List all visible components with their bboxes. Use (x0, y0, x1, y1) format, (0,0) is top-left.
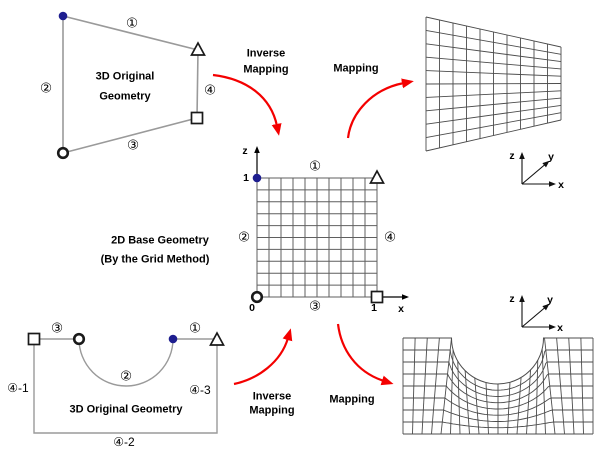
arrowhead (519, 152, 525, 159)
trapezoid-outline (62, 14, 199, 155)
bottom-mapping-arrow (336, 323, 394, 386)
blue-dot-marker (58, 11, 68, 21)
triad2-x-label: x (557, 321, 563, 334)
center-zero-tick: 0 (249, 301, 255, 314)
open-circle-marker (250, 290, 264, 304)
top-inverse-mapping-label-line1: Inverse (246, 47, 286, 60)
axis-triads-group (519, 152, 556, 330)
center-edge3-label: ③ (308, 298, 322, 314)
bottom-mapping-label: Mapping (329, 393, 375, 406)
mapping-arrows-group (212, 73, 414, 386)
triad2-y-label: y (547, 293, 553, 306)
base-grid-group (250, 146, 409, 304)
square-marker (370, 290, 384, 304)
center-x-axis-label: x (398, 302, 404, 315)
bottom-left-shape-group (27, 331, 225, 434)
bottom-inverse-mapping-label-line2: Mapping (249, 404, 295, 417)
bottom-left-edge4-1-label: ④-1 (7, 381, 29, 395)
center-z-axis-label: z (242, 144, 248, 157)
bottom-left-edge1-label: ① (188, 320, 202, 336)
top-left-edge4-label: ④ (203, 82, 217, 98)
top-left-edge1-label: ① (125, 15, 139, 31)
arrowhead (254, 146, 260, 153)
top-left-title-line1: 3D Original (95, 70, 155, 83)
center-one-z-tick: 1 (243, 171, 249, 184)
top-inverse-arrow (212, 73, 282, 136)
bottom-left-edge2-label: ② (119, 368, 133, 384)
top-left-shape-group (56, 11, 206, 160)
center-edge2-label: ② (237, 229, 251, 245)
top-left-edge3-label: ③ (126, 137, 140, 153)
bottom-left-edge4-2-label: ④-2 (113, 435, 135, 449)
triangle-marker (369, 169, 385, 184)
triad1-x-label: x (558, 178, 564, 191)
center-title-line2: (By the Grid Method) (100, 253, 210, 266)
square-marker (190, 111, 204, 125)
arrowhead (542, 160, 550, 168)
triad1-z-label: z (509, 149, 515, 162)
triad2-z-label: z (509, 292, 515, 305)
open-circle-marker (56, 146, 70, 160)
top-left-edge2-label: ② (39, 80, 53, 96)
square-marker (27, 332, 41, 346)
bottom-left-edge3-label: ③ (50, 320, 64, 336)
top-mapping-label: Mapping (333, 62, 379, 75)
center-edge4-label: ④ (383, 229, 397, 245)
bottom-left-edge4-3-label: ④-3 (189, 383, 211, 397)
blue-dot-marker (168, 334, 178, 344)
center-edge1-label: ① (308, 158, 322, 174)
top-mapping-arrow (346, 78, 414, 139)
triangle-marker (209, 331, 225, 346)
blue-dot-marker (252, 173, 262, 183)
bottom-inverse-arrow (233, 328, 293, 386)
triad1-y-label: y (548, 150, 554, 163)
notched-mesh-group (402, 337, 594, 435)
center-one-x-tick: 1 (371, 301, 377, 314)
arrowhead (519, 295, 525, 302)
arrowhead (549, 324, 556, 330)
top-inverse-mapping-label-line2: Mapping (243, 63, 289, 76)
center-title-line1: 2D Base Geometry (111, 234, 209, 247)
arrowhead (542, 303, 550, 311)
open-circle-marker (72, 332, 86, 346)
triangle-marker (190, 41, 206, 56)
bottom-inverse-mapping-label-line1: Inverse (252, 390, 292, 403)
arrowhead (402, 294, 409, 300)
top-left-title-line2: Geometry (99, 90, 151, 103)
trapezoid-mesh-group (425, 16, 562, 152)
bottom-left-title: 3D Original Geometry (69, 403, 183, 416)
arrowhead (549, 181, 556, 187)
